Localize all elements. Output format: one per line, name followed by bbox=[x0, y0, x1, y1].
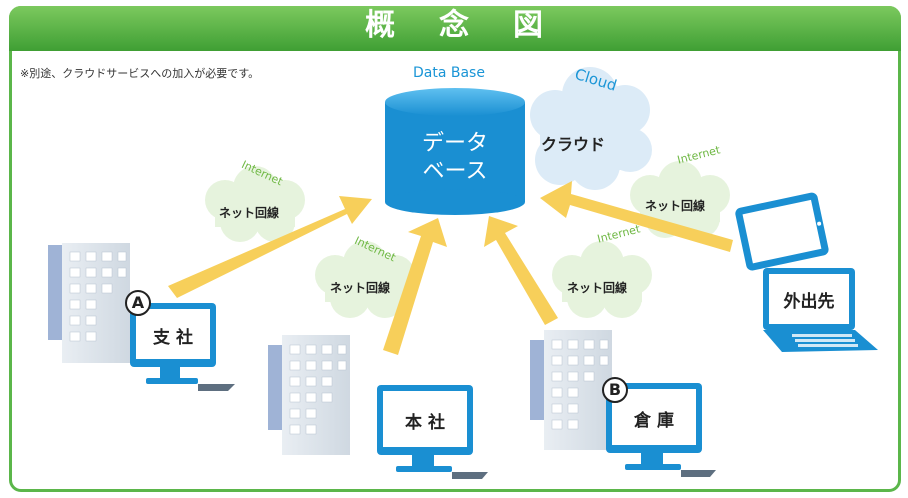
net-line-label-4: ネット回線 bbox=[645, 199, 706, 213]
badge-branch-circle bbox=[125, 290, 151, 316]
building-head-office bbox=[268, 335, 350, 455]
cloud-service-shape bbox=[530, 67, 652, 190]
remote-label: 外出先 bbox=[783, 292, 835, 312]
database-text-line1: データ bbox=[421, 131, 488, 156]
title-bar bbox=[9, 6, 901, 51]
diagram-title: 概念図 bbox=[365, 8, 587, 43]
monitor-warehouse bbox=[606, 383, 716, 477]
service-note: ※別途、クラウドサービスへの加入が必要です。 bbox=[20, 67, 260, 80]
arrow-warehouse-to-db bbox=[484, 216, 558, 325]
head-office-label: 本 社 bbox=[405, 413, 445, 433]
net-line-label-1: ネット回線 bbox=[219, 206, 280, 220]
warehouse-label: 倉 庫 bbox=[634, 411, 674, 431]
arrow-branch-to-db bbox=[168, 196, 372, 298]
monitor-head-office bbox=[377, 385, 488, 479]
building-branch bbox=[48, 243, 130, 363]
badge-warehouse-circle bbox=[602, 377, 628, 403]
database-label: Data Base bbox=[413, 65, 485, 81]
tablet-device bbox=[735, 192, 829, 271]
database-text-line2: ベース bbox=[422, 159, 488, 184]
arrow-remote-to-db bbox=[540, 181, 733, 252]
branch-label: 支 社 bbox=[153, 328, 193, 348]
cloud-text: クラウド bbox=[541, 135, 606, 154]
laptop-device bbox=[763, 268, 878, 352]
internet-cloud-3 bbox=[552, 241, 652, 318]
badge-warehouse: B bbox=[608, 380, 622, 399]
building-warehouse bbox=[530, 330, 612, 450]
internet-cloud-1 bbox=[205, 166, 305, 242]
monitor-branch bbox=[130, 303, 235, 391]
badge-branch: A bbox=[131, 293, 145, 312]
net-line-label-3: ネット回線 bbox=[567, 281, 628, 295]
net-line-label-2: ネット回線 bbox=[330, 281, 391, 295]
arrow-head-office-to-db bbox=[383, 218, 447, 355]
database-cylinder bbox=[385, 88, 525, 215]
